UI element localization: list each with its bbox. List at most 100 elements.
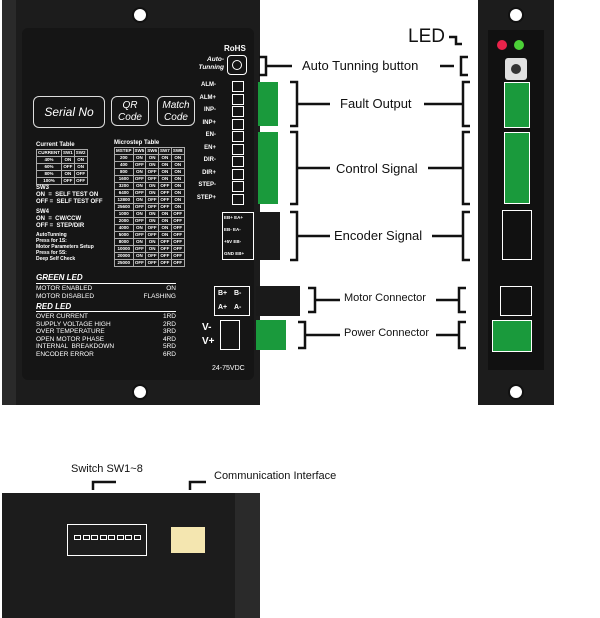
sw4-on: ON = CW/CCW [36, 216, 82, 222]
sw3-off: OFF = SELF TEST OFF [36, 199, 103, 205]
bracket-power-right [457, 320, 466, 350]
callout-auto-tuning-button: Auto Tunning button [302, 58, 419, 73]
driver-front-flange-left [2, 0, 16, 405]
bracket-switch [91, 480, 116, 490]
terminal-screw [232, 106, 244, 117]
terminal-screw [232, 168, 244, 180]
table-cell: 100% [36, 177, 62, 185]
callout-switch: Switch SW1~8 [71, 463, 143, 475]
side-motor-connector-plug [500, 286, 532, 316]
auto-tuning-button[interactable] [227, 55, 247, 75]
encoder-pin-label: +5V [224, 239, 233, 244]
terminal-pin-label: EN- [205, 132, 216, 138]
motor-pin-label: B+ [218, 290, 228, 297]
terminal-pin-label: INP+ [202, 119, 216, 126]
bracket-power-left [298, 320, 307, 350]
green-led-row-value: ON [166, 285, 176, 292]
communication-interface-port[interactable] [171, 527, 205, 553]
terminal-screw [232, 181, 244, 192]
bracket-control-left [290, 130, 299, 206]
encoder-pin-label: GND [224, 251, 234, 256]
sw3-on: ON = SELF TEST ON [36, 192, 99, 198]
bracket-communication [188, 480, 206, 490]
encoder-pin-label: GND EB+ [224, 251, 244, 256]
divider [36, 283, 176, 284]
mount-hole-side-bottom [508, 384, 524, 400]
bracket-led [449, 35, 462, 46]
dip-switch[interactable] [125, 535, 132, 540]
red-led-row-value: 4RD [162, 335, 176, 343]
dip-switch-block[interactable] [67, 524, 147, 556]
match-code-box: Match Code [157, 96, 195, 126]
dip-switch[interactable] [116, 535, 124, 540]
terminal-pin-label: STEP- [198, 182, 216, 188]
dip-switch[interactable] [133, 535, 141, 540]
bracket-motor-right [457, 286, 466, 314]
callout-power-connector: Power Connector [344, 327, 429, 339]
callout-led: LED [408, 26, 445, 47]
side-power-connector-plug [492, 320, 532, 352]
red-led-title: RED LED [36, 302, 72, 311]
terminal-pin-label: DIR- [203, 157, 216, 163]
terminal-pin-label: INP- [204, 107, 216, 113]
red-led-row-label: SUPPLY VOLTAGE HIGH [36, 320, 111, 328]
side-control-signal-plug [504, 132, 530, 204]
qr-code-box: QR Code [111, 96, 149, 126]
divider [36, 311, 176, 312]
motor-pin-label: A+ [218, 304, 228, 311]
mount-hole-top [132, 7, 148, 23]
red-led-row-label: INTERNAL BREAKDOWN [36, 343, 115, 350]
autotuning-note-line: Motor Parameters Setup [36, 244, 94, 250]
sw4-off: OFF = STEP/DIR [36, 223, 85, 229]
power-pin-label: V+ [202, 336, 215, 347]
fault-output-plug [258, 82, 278, 126]
terminal-pin-label: EN+ [204, 144, 216, 151]
serial-no-box: Serial No [33, 96, 105, 128]
motor-connector-plug [256, 286, 300, 316]
encoder-pin-label: EA- [233, 227, 241, 232]
encoder-signal-plug [256, 212, 280, 260]
side-fault-output-plug [504, 82, 530, 128]
terminal-pin-label: STEP+ [196, 194, 216, 201]
green-led-title: GREEN LED [36, 273, 83, 282]
dip-switch[interactable] [74, 535, 81, 540]
green-led-row-label: MOTOR ENABLED [36, 285, 93, 292]
led-green [514, 40, 524, 50]
led-red [497, 40, 507, 50]
sw3-title: SW3 [36, 185, 50, 191]
callout-encoder-signal: Encoder Signal [334, 228, 423, 243]
terminal-screw [232, 81, 244, 92]
voltage-label: 24-75VDC [212, 365, 245, 372]
dip-switch[interactable] [99, 535, 107, 540]
encoder-pin-label: EA+ [234, 215, 244, 220]
terminal-pin-label: DIR+ [202, 169, 216, 176]
red-led-row-label: OVER TEMPERATURE [36, 328, 105, 335]
red-led-row-value: 6RD [162, 350, 176, 358]
side-auto-tuning-button[interactable] [505, 58, 527, 80]
terminal-pin-label: ALM- [201, 82, 216, 88]
dip-switch[interactable] [82, 535, 90, 540]
autotuning-note-line: AutoTunning [36, 232, 67, 238]
encoder-pin-label: EB+ [235, 251, 245, 256]
bracket-encoder-right [461, 210, 470, 262]
side-auto-tuning-button-knob [511, 64, 521, 74]
autotuning-note: AutoTunning Press for 1S: Motor Paramete… [36, 232, 94, 262]
dip-switch[interactable] [91, 535, 98, 540]
autotuning-note-line: Press for 5S: [36, 250, 67, 256]
red-led-row-label: ENCODER ERROR [36, 350, 94, 358]
dip-switch[interactable] [108, 535, 115, 540]
mount-hole-side-top [508, 7, 524, 23]
red-led-row-label: OVER CURRENT [36, 313, 89, 320]
terminal-screw [232, 93, 244, 105]
auto-tuning-label: Auto- Tunning [198, 56, 224, 71]
table-cell: OFF [170, 259, 185, 267]
